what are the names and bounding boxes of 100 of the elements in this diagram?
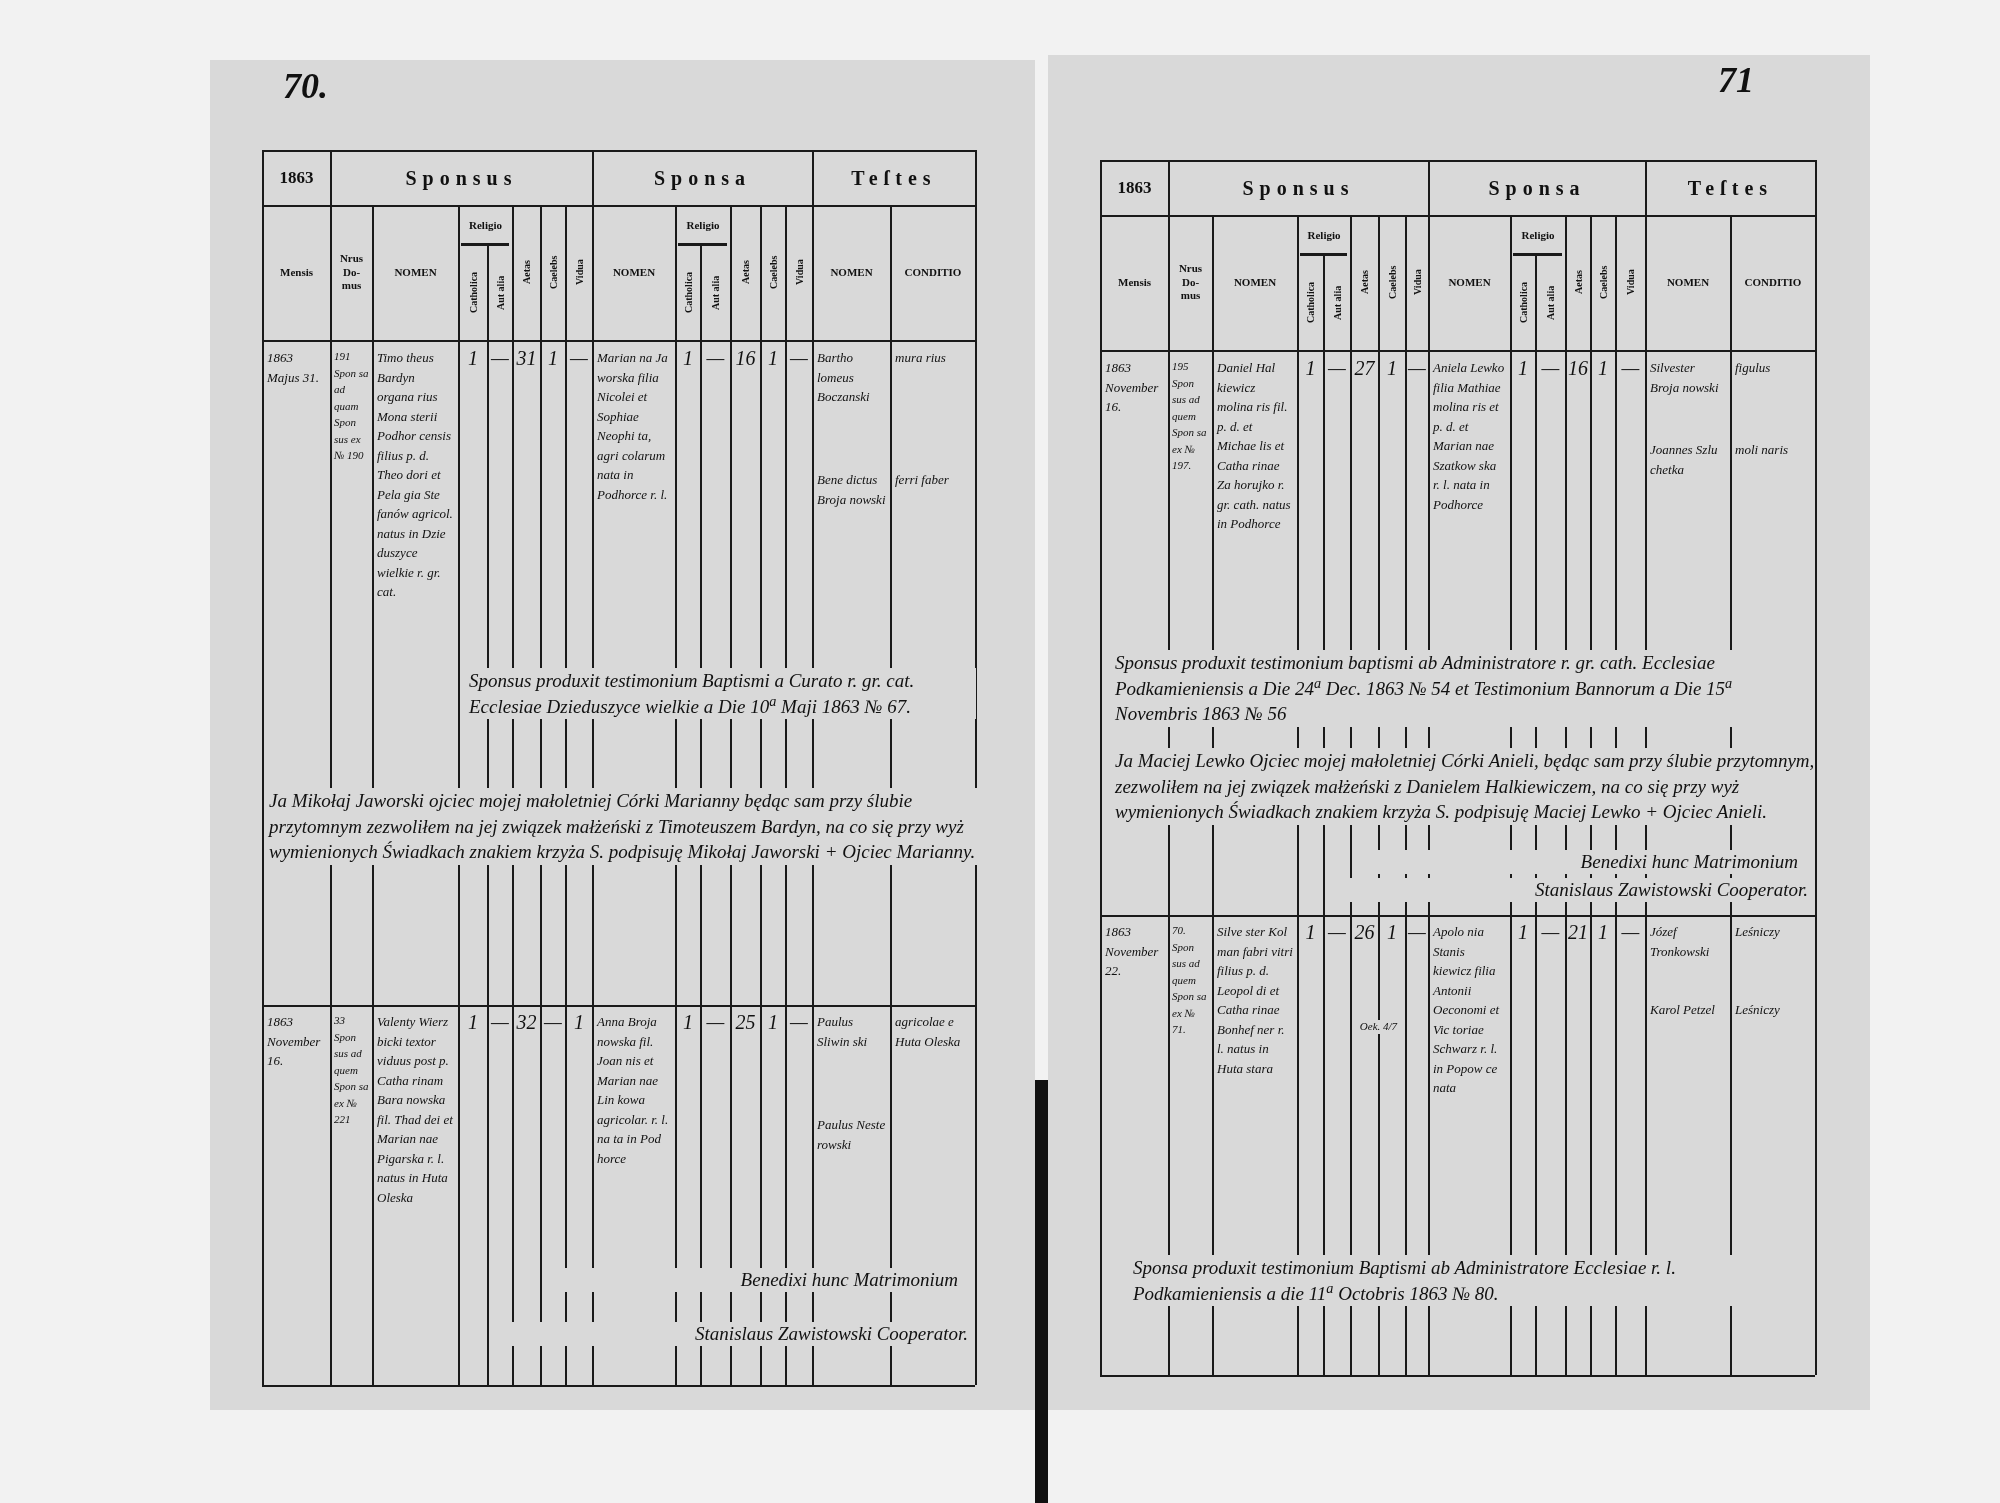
handwritten-number: — [1327,358,1347,378]
column-heading: NOMEN [1447,274,1492,290]
column-heading: Religio [1306,227,1342,243]
handwritten-number: — [490,1012,510,1032]
handwritten-number: 1 [1386,922,1398,942]
column-heading: Nrus Do- mus [1177,260,1204,304]
column-heading: Aetas [1571,269,1585,297]
page-number: 71 [1718,62,1755,102]
handwritten-entry: 1863 November 16. [266,1013,322,1070]
handwritten-entry: Bartho lomeus Boczanski [816,349,871,406]
handwritten-entry: 70. Spon sus ad quem Spon sa ex № 71. [1171,923,1208,1037]
column-heading: Sponsa [1487,175,1587,202]
handwritten-number: — [705,348,726,368]
handwritten-number: 1 [767,348,779,368]
column-heading: NOMEN [1665,274,1711,290]
column-heading: Religio [468,217,503,233]
handwritten-number: 1 [1304,358,1317,378]
handwritten-number: 1 [1517,922,1529,942]
handwritten-number: 1 [767,1012,779,1032]
handwritten-entry: 1863 Majus 31. [266,349,320,387]
column-heading: Aut alia [493,274,507,312]
handwritten-entry: Silvester Broja nowski [1649,359,1720,397]
column-heading: Caelebs [766,254,780,292]
column-heading: Sponsus [404,165,519,192]
column-heading: Sponsus [1241,175,1356,202]
handwritten-entry: Daniel Hal kiewicz molina ris fil. p. d. et Michae lis et Catha rinae Za horujko r. gr. cath. natus in Podhorce [1215,359,1292,533]
column-heading: Teſtes [1686,175,1775,201]
handwritten-entry: Józef Tronkowski [1649,923,1711,961]
handwritten-number: 1 [547,348,559,368]
handwritten-number: — [1540,922,1561,942]
handwritten-entry: Paulus Sliwin ski [816,1013,869,1051]
handwritten-entry: Bene dictus Broja nowski [816,471,887,509]
column-heading: NOMEN [393,264,438,280]
handwritten-entry: Joannes Szlu chetka [1649,441,1719,479]
handwritten-entry: moli naris [1734,441,1790,459]
column-heading: Caelebs [1596,264,1610,302]
column-heading: Catholica [1516,280,1530,326]
handwritten-entry: Apolo nia Stanis kiewicz filia Antonii Oeconomi et Vic toriae Schwarz r. l. in Popow ce nata [1431,923,1501,1097]
handwritten-entry: Leśniczy [1734,1001,1781,1019]
column-heading: Caelebs [1385,264,1399,302]
handwritten-number: — [789,348,809,368]
column-heading: Vidua [1410,268,1424,298]
handwritten-number: 32 [515,1012,538,1032]
handwritten-number: 1 [1386,358,1398,378]
handwritten-note: Ja Maciej Lewko Ojciec mojej małoletniej Córki Anieli, będąc sam przy ślubie przytomnym, zezwoliłem na jej związek małżeński z Danielem Halkiewiczem, na co się przy wyż wymienionych Świadkach znakiem krzyża S. podpisuję Maciej Lewko + Ojciec Anieli. [1115,748,1815,825]
handwritten-entry: agricolae e Huta Oleska [894,1013,962,1051]
handwritten-entry: Anna Broja nowska fil. Joan nis et Marian nae Lin kowa agricolar. r. l. na ta in Pod horce [595,1013,670,1168]
column-heading: Catholica [681,270,695,316]
handwritten-number: 1 [682,1012,694,1032]
column-heading: Aetas [520,259,533,287]
handwritten-entry: 191 Spon sa ad quam Spon sus ex № 190 [333,349,370,463]
handwritten-number: 16 [1568,358,1588,378]
handwritten-number: 26 [1353,922,1376,942]
handwritten-number: — [1620,922,1641,942]
handwritten-number: 1 [682,348,694,368]
year-heading: 1863 [1116,176,1153,199]
handwritten-entry: Aniela Lewko filia Mathiae molina ris et p. d. et Marian nae Szatkow ska r. l. nata in Podhorce [1431,359,1506,514]
column-heading: Vidua [792,258,806,288]
handwritten-entry: mura rius [894,349,947,367]
column-heading: NOMEN [611,264,657,280]
column-heading: Aut alia [1330,284,1344,322]
handwritten-number: — [490,348,510,368]
handwritten-entry: figulus [1734,359,1772,377]
handwritten-entry: 1863 November 16. [1104,359,1160,416]
handwritten-number: — [1408,922,1426,942]
column-heading: Vidua [1624,268,1637,298]
handwritten-number: 1 [573,1012,585,1032]
handwritten-number: 1 [467,1012,479,1032]
column-heading: Vidua [572,258,586,288]
handwritten-number: — [789,1012,809,1032]
handwritten-entry: 33 Spon sus ad quem Spon sa ex № 221 [333,1013,370,1127]
column-heading: Religio [685,217,721,233]
handwritten-number: 21 [1568,922,1588,942]
handwritten-note: Sponsus produxit testimonium Baptismi a Curato r. gr. cat. Ecclesiae Dzieduszyce wielkie a Die 10$^{a}$ Maji 1863 № 67. [469,668,976,720]
column-heading: CONDITIO [903,264,963,280]
handwritten-entry: Silve ster Kol man fabri vitri filius p. d. Leopol di et Catha rinae Bonhef ner r. l. natus in Huta stara [1216,923,1294,1078]
column-heading: CONDITIO [1743,274,1803,290]
handwritten-number: — [1408,358,1426,378]
column-heading: Religio [1520,227,1556,243]
column-heading: Catholica [466,270,480,316]
handwritten-number: — [1540,358,1561,378]
column-heading: Catholica [1304,280,1317,326]
column-heading: NOMEN [1232,274,1278,290]
handwritten-entry: Timo theus Bardyn organa rius Mona sterii Podhor censis filius p. d. Theo dori et Pela gia Ste fanów agricol. natus in Dzie duszyce wielkie r. gr. cat. [376,349,454,601]
signature: Benedixi hunc Matrimonium [563,1268,958,1292]
handwritten-number: 27 [1353,358,1376,378]
handwritten-number: 1 [1597,358,1609,378]
handwritten-number: 1 [1517,358,1529,378]
handwritten-number: 16 [734,348,757,368]
year-heading: 1863 [278,166,315,189]
column-heading: Aetas [739,259,752,287]
handwritten-number: 1 [1304,922,1317,942]
column-heading: Sponsa [652,165,753,192]
handwritten-entry: 1863 November 22. [1104,923,1160,980]
handwritten-entry: Valenty Wierz bicki textor viduus post p. Catha rinam Bara nowska fil. Thad dei et Marian nae Pigarska r. l. natus in Huta Oleska [376,1013,454,1207]
handwritten-number: 1 [1597,922,1609,942]
handwritten-number: 31 [515,348,538,368]
column-heading: Aetas [1358,269,1371,297]
column-heading: Teſtes [850,165,938,191]
handwritten-entry: Leśniczy [1734,923,1781,941]
